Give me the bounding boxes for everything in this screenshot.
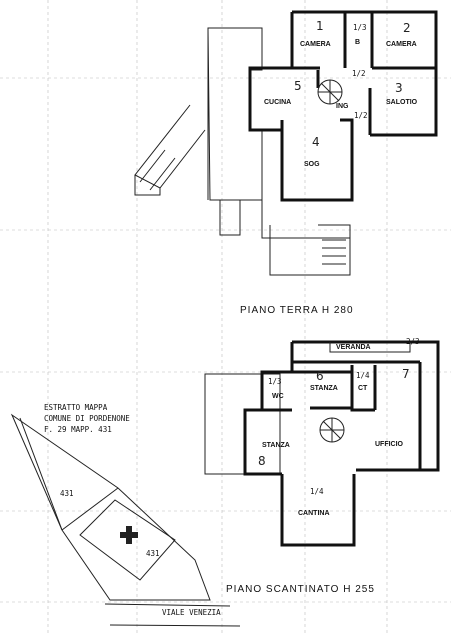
basement-title: PIANO SCANTINATO H 255 (226, 584, 375, 595)
room-number-3: 3 (395, 81, 403, 95)
room-label-ct: CT (358, 385, 368, 392)
map-extract-line-2: COMUNE DI PORDENONE (44, 414, 130, 423)
fraction-1-4-a: 1/4 (356, 371, 370, 380)
map-extract-line-1: ESTRATTO MAPPA (44, 403, 108, 412)
parcel-outline (10, 413, 211, 601)
fraction-2-3: 2/3 (406, 337, 420, 346)
room-label-camera-2: CAMERA (386, 41, 417, 48)
parcel-label-a: 431 (60, 489, 74, 498)
ground-floor-title: PIANO TERRA H 280 (240, 305, 354, 316)
room-label-stanza-2: STANZA (262, 442, 290, 449)
room-number-8: 8 (258, 454, 266, 468)
street-label: VIALE VENEZIA (162, 608, 221, 617)
room-label-cucina: CUCINA (264, 99, 291, 106)
room-number-6: 6 (316, 369, 324, 383)
room-label-sog: SOG (304, 161, 320, 168)
fraction-1-3: 1/3 (353, 23, 367, 32)
room-number-5: 5 (294, 79, 302, 93)
room-label-camera-1: CAMERA (300, 41, 331, 48)
room-label-b: B (355, 39, 360, 46)
building-marker-icon (120, 526, 138, 544)
room-label-wc: WC (272, 393, 284, 400)
room-label-cantina: CANTINA (298, 510, 330, 517)
basement-plan: VERANDA 2/3 6 STANZA 1/4 CT 7 1/3 WC STA… (204, 337, 440, 595)
room-number-7: 7 (402, 367, 410, 381)
fraction-1-3: 1/3 (268, 377, 282, 386)
ground-floor-plan: 1 2 3 4 5 1/3 1/2 1/2 CAMERA CAMERA B CU… (134, 10, 438, 316)
parcel-label-b: 431 (146, 549, 160, 558)
room-number-1: 1 (316, 19, 324, 33)
room-label-veranda: VERANDA (336, 344, 371, 351)
map-extract-line-3: F. 29 MAPP. 431 (44, 425, 112, 434)
fraction-1-2-b: 1/2 (354, 111, 368, 120)
room-label-ing: ING (336, 103, 349, 110)
fraction-1-4-b: 1/4 (310, 487, 324, 496)
room-label-salotto: SALOTIO (386, 99, 418, 106)
room-number-2: 2 (403, 21, 411, 35)
fraction-1-2-a: 1/2 (352, 69, 366, 78)
room-label-stanza-1: STANZA (310, 385, 338, 392)
room-number-4: 4 (312, 135, 320, 149)
map-extract: ESTRATTO MAPPA COMUNE DI PORDENONE F. 29… (10, 403, 241, 627)
room-label-ufficio: UFFICIO (375, 441, 404, 448)
